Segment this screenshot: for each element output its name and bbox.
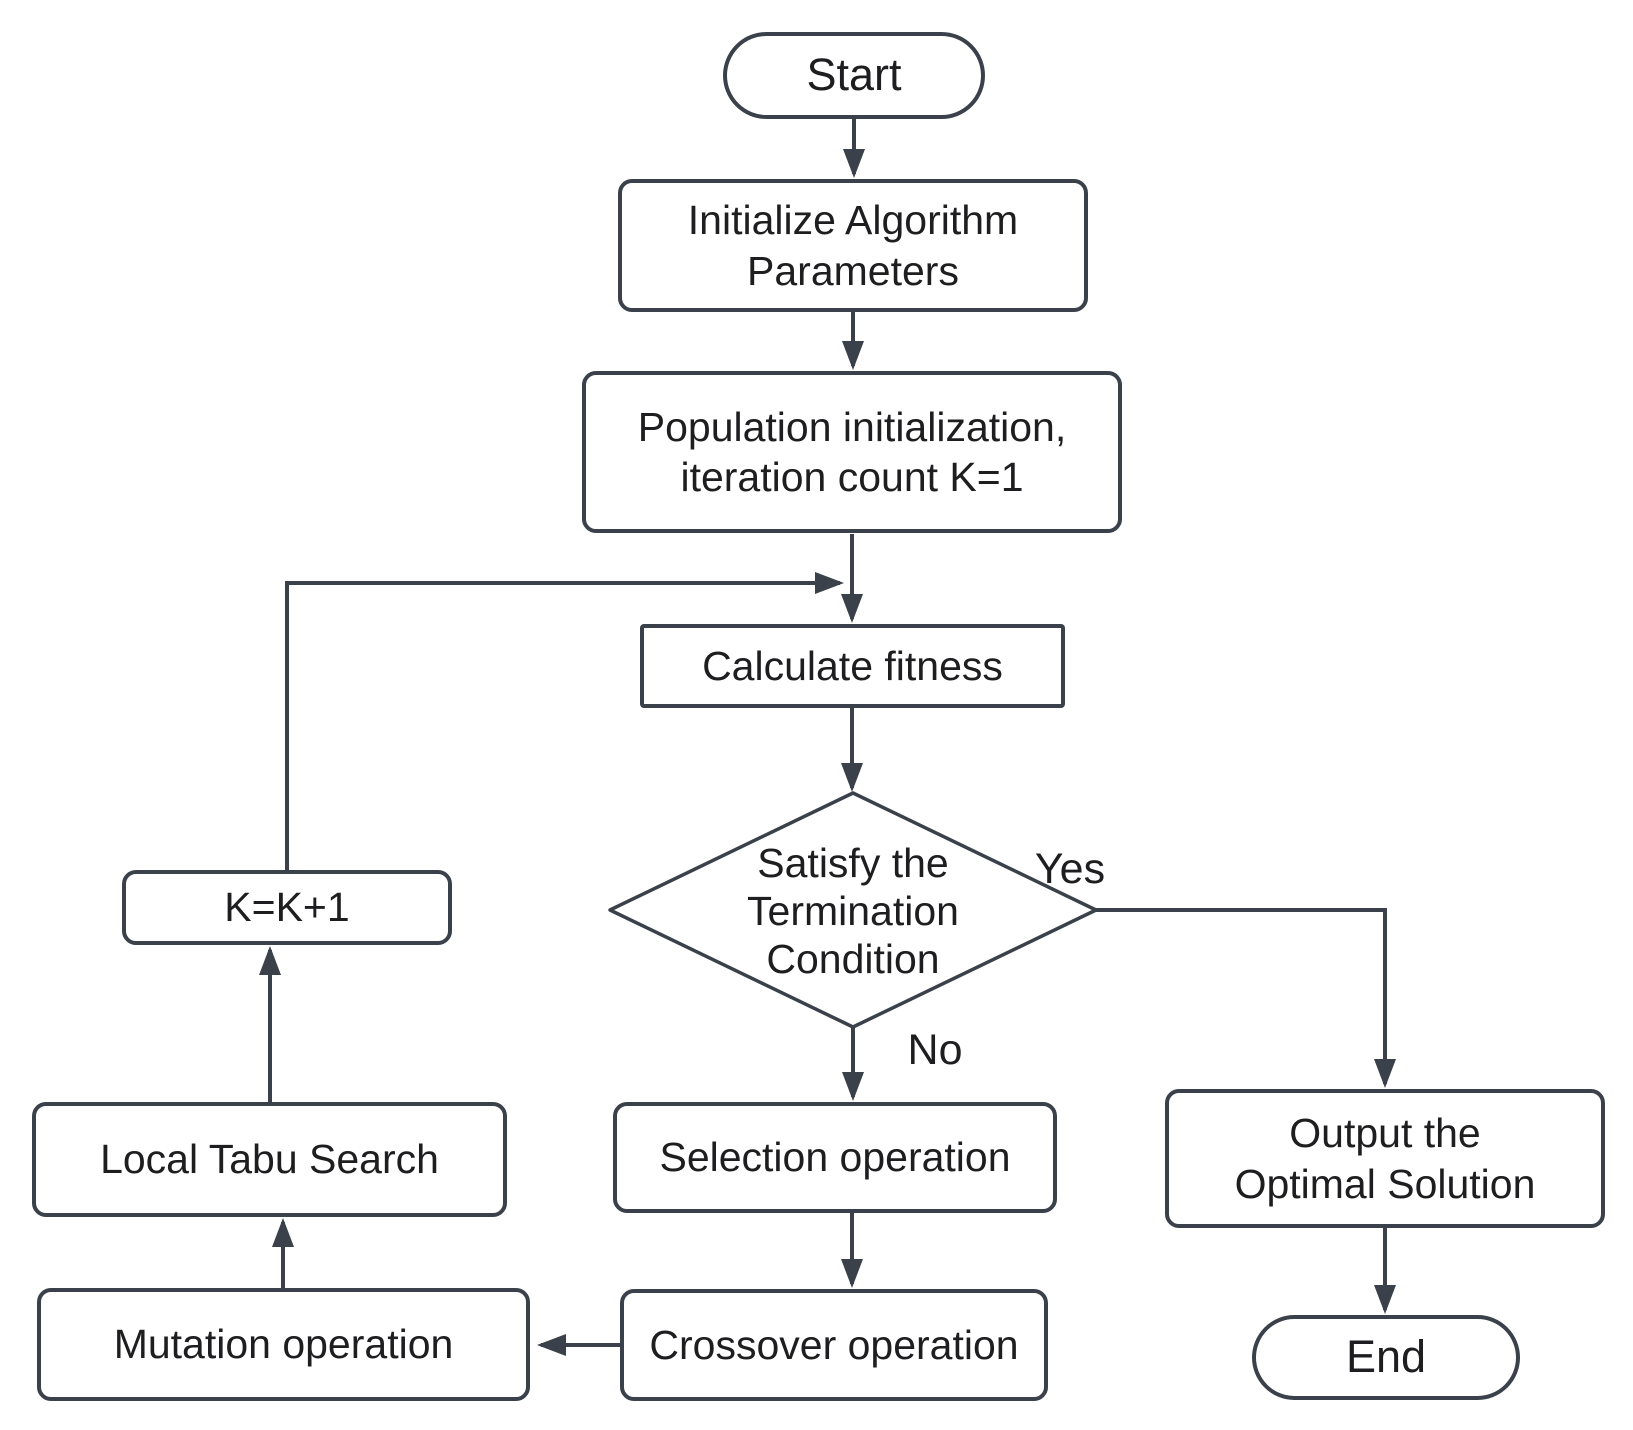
node-start: Start [723, 32, 985, 119]
decision-diamond-shape [608, 791, 1098, 1029]
node-termination-decision-label: Satisfy the Termination Condition [747, 840, 959, 982]
node-increment-k: K=K+1 [122, 870, 452, 945]
node-output-optimal-solution: Output the Optimal Solution [1165, 1089, 1605, 1228]
node-initialize-parameters: Initialize Algorithm Parameters [618, 179, 1088, 312]
node-calculate-fitness: Calculate fitness [640, 624, 1065, 708]
node-population-initialization: Population initialization, iteration cou… [582, 371, 1122, 533]
node-selection-operation: Selection operation [613, 1102, 1057, 1213]
edge-label-no: No [907, 1026, 963, 1074]
node-local-tabu-search: Local Tabu Search [32, 1102, 507, 1217]
node-end: End [1252, 1315, 1520, 1400]
connector-increment-k-to-calculate-loop [285, 572, 844, 870]
node-crossover-operation: Crossover operation [620, 1289, 1048, 1401]
edge-label-yes: Yes [1034, 845, 1106, 893]
node-mutation-operation: Mutation operation [37, 1288, 530, 1401]
connector-decision-yes-to-output [1096, 908, 1396, 1088]
